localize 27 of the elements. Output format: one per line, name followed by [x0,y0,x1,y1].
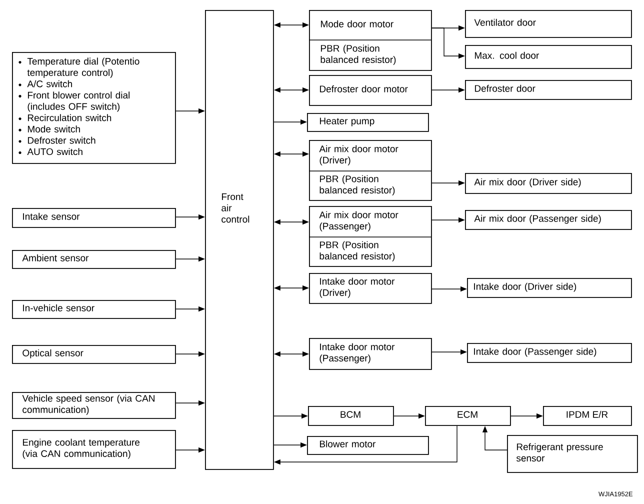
motor-box: Defroster door motor [309,75,432,106]
motor-box: Air mix door motor (Driver) PBR (Position balanced resistor) [308,140,432,201]
module-box: IPDM E/R [543,406,632,426]
door-box: Intake door (Driver side) [467,278,632,298]
motor-box: Mode door motor PBR (Position balanced resistor) [308,10,432,71]
door-box: Ventilator door [465,10,632,38]
input-box: Engine coolant temperature (via CAN communication) [12,430,176,469]
input-box: Ambient sensor [12,250,176,269]
module-box: BCM [308,406,394,426]
controller-box: Front air control [205,10,274,470]
motor-box: Intake door motor (Driver) [309,273,432,304]
input-box: Optical sensor [12,345,176,364]
door-box: Air mix door (Passenger side) [465,210,632,230]
motor-box: Intake door motor (Passenger) [309,338,432,370]
door-box: Intake door (Passenger side) [467,343,632,363]
module-box: ECM [425,406,511,426]
door-box: Defroster door [465,80,632,100]
input-box: Vehicle speed sensor (via CAN communication) [12,392,176,419]
door-box: Air mix door (Driver side) [465,173,632,194]
input-box: In-vehicle sensor [12,300,176,319]
motor-box: Air mix door motor (Passenger) PBR (Position balanced resistor) [308,206,432,267]
input-box: Temperature dial (Potentio temperature control) A/C switch Front blower control dial (includes OFF switch) Recirculation switch Mode switch Defroster switch AUTO switch [12,52,176,164]
pump-box: Heater pump [307,113,429,132]
door-box: Max. cool door [465,45,632,69]
motor-box: Blower motor [307,436,429,455]
input-box: Intake sensor [12,208,176,228]
sensor-box: Refrigerant pressure sensor [507,435,638,473]
